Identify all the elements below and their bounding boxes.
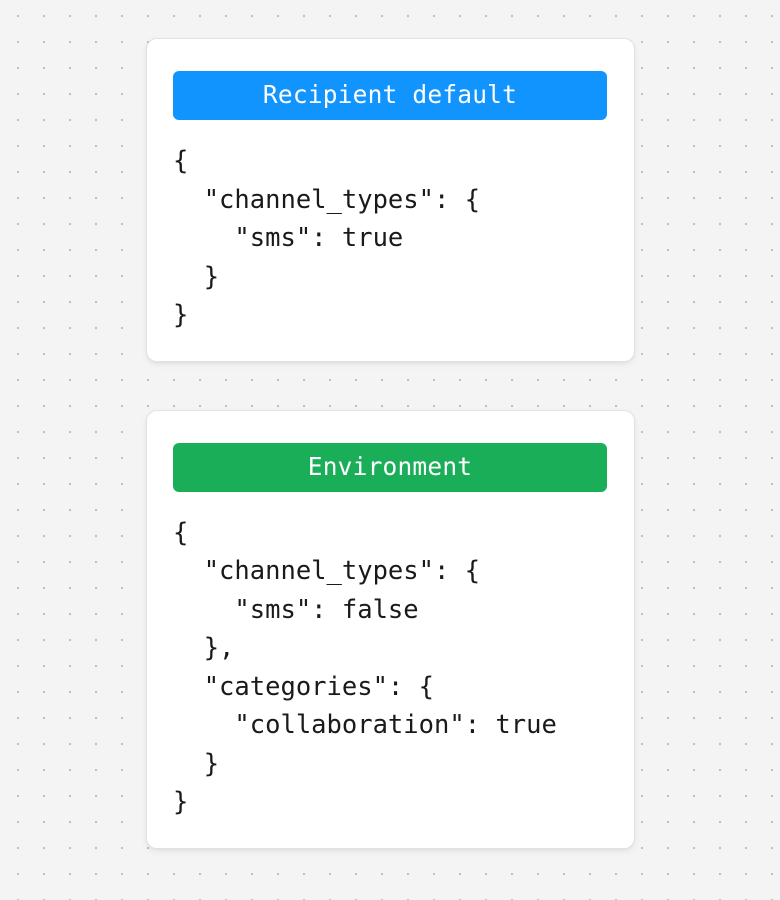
code-line: "categories": { — [173, 671, 434, 702]
code-line: }, — [173, 633, 235, 663]
code-line: } — [173, 261, 220, 292]
code-line: { — [173, 146, 189, 176]
code-line: } — [173, 300, 189, 330]
code-line: "channel_types": { — [173, 556, 481, 586]
card-banner-environment: Environment — [173, 442, 607, 492]
card-banner-recipient-default: Recipient default — [173, 71, 607, 120]
json-payload-environment: { "channel_types": { "sms": false }, "ca… — [173, 492, 608, 822]
card-recipient-default: Recipient default { "channel_types": { "… — [146, 38, 635, 362]
code-line: "channel_types": { — [173, 184, 481, 215]
code-line: { — [173, 517, 189, 548]
json-payload-recipient-default: { "channel_types": { "sms": true }} — [173, 120, 608, 335]
code-line: "sms": true — [173, 223, 404, 253]
card-stack: Recipient default { "channel_types": { "… — [146, 38, 635, 849]
code-line: } — [173, 787, 189, 817]
card-environment: Environment { "channel_types": { "sms": … — [146, 409, 635, 849]
code-line: "sms": false — [173, 594, 419, 625]
code-line: "collaboration": true — [173, 710, 557, 740]
code-line: } — [173, 748, 220, 779]
